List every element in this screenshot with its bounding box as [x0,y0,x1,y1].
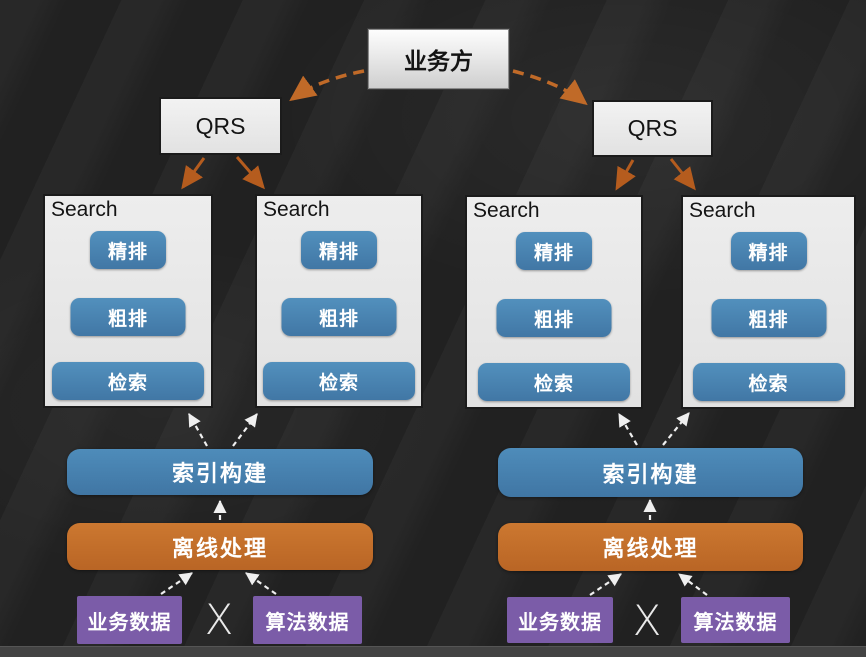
retrieval-node: 检索 [692,363,845,401]
qrs-node-left-label: QRS [195,112,246,139]
retrieval-node: 检索 [52,362,204,400]
coarse-rank-node: 粗排 [711,299,826,337]
search-panel-1: Search 精排 粗排 检索 [43,194,213,408]
fine-rank-node: 精排 [301,231,377,269]
arrow-business-to-qrs-right [512,69,588,106]
search-panel-title: Search [473,199,540,222]
arrow-algodata-to-offline-left [245,572,277,595]
join-x-symbol-right: X [632,596,662,645]
arrow-index-to-search-3 [618,413,638,446]
bottom-edge-strip [0,646,866,657]
offline-process-bar-right: 离线处理 [498,523,803,571]
arrow-qrs-left-to-search-1 [181,157,206,190]
algorithm-data-node-left: 算法数据 [253,596,362,644]
arrow-business-to-qrs-left [289,69,365,102]
coarse-rank-node: 粗排 [281,298,397,336]
qrs-node-right: QRS [592,100,713,157]
arrow-index-to-search-1 [188,413,208,447]
coarse-rank-node: 粗排 [496,299,612,337]
search-panel-2: Search 精排 粗排 检索 [255,194,423,408]
arrow-qrs-right-to-search-4 [669,158,696,191]
algorithm-data-node-right: 算法数据 [681,597,790,643]
business-node-label: 业务方 [404,48,473,74]
arrow-qrs-right-to-search-3 [615,159,636,191]
offline-process-bar-left: 离线处理 [67,523,373,570]
join-x-symbol-left: X [204,595,234,644]
business-node: 业务方 [367,28,510,90]
retrieval-node: 检索 [263,362,415,400]
arrow-algodata-to-offline-right [678,573,708,596]
search-panel-4: Search 精排 粗排 检索 [681,195,856,409]
index-build-bar-right: 索引构建 [498,448,803,497]
arrow-index-to-search-4 [662,412,690,446]
arrow-bizdata-to-offline-right [589,573,622,596]
fine-rank-node: 精排 [730,232,807,270]
arrow-bizdata-to-offline-left [160,572,193,595]
fine-rank-node: 精排 [516,232,592,270]
index-build-bar-left: 索引构建 [67,449,373,495]
qrs-node-left: QRS [159,97,282,155]
business-data-node-left: 业务数据 [77,596,182,644]
coarse-rank-node: 粗排 [70,298,186,336]
search-panel-title: Search [689,199,756,222]
search-panel-title: Search [263,198,330,221]
retrieval-node: 检索 [478,363,630,401]
arrow-index-to-search-2 [232,413,258,447]
arrow-qrs-left-to-search-2 [235,156,265,190]
search-panel-title: Search [51,198,118,221]
fine-rank-node: 精排 [90,231,166,269]
qrs-node-right-label: QRS [627,115,678,141]
search-panel-3: Search 精排 粗排 检索 [465,195,643,409]
business-data-node-right: 业务数据 [507,597,613,643]
